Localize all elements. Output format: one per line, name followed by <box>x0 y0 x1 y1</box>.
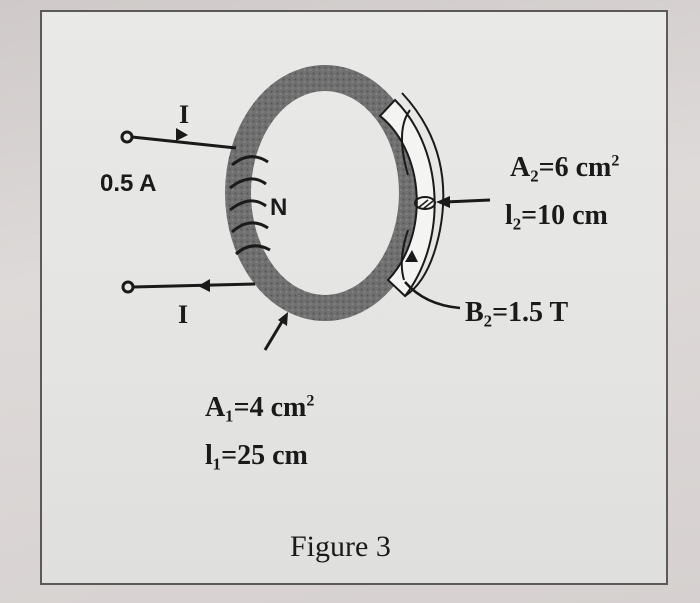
a1-area-exponent: 2 <box>306 392 315 410</box>
bottom-lead <box>121 279 256 294</box>
a2-label: A₂=6 cm2 <box>510 152 619 184</box>
a1-label: A₁=4 cm2 <box>205 392 314 424</box>
l1-label: l₁=25 cm <box>205 440 308 471</box>
a1-pointer <box>263 312 288 351</box>
figure-caption: Figure 3 <box>290 530 391 563</box>
a2-area-text: A₂=6 cm <box>510 152 612 183</box>
b2-label: B₂=1.5 T <box>465 297 569 328</box>
l2-span-arrow <box>400 109 418 281</box>
core-ring <box>225 65 425 321</box>
coil-turns-label: N <box>270 194 288 221</box>
a2-area-exponent: 2 <box>611 152 620 170</box>
core-section-2-outer <box>401 92 445 297</box>
core-section-2 <box>378 98 436 298</box>
current-top-label: I <box>179 100 190 129</box>
source-current-label: 0.5 A <box>100 170 157 197</box>
a2-pointer <box>414 196 491 210</box>
coil-windings <box>229 155 271 256</box>
a1-area-text: A₁=4 cm <box>205 392 307 423</box>
b2-pointer <box>404 281 461 310</box>
current-bottom-label: I <box>178 300 189 329</box>
l2-label: l₂=10 cm <box>505 200 608 231</box>
top-lead <box>120 128 237 150</box>
